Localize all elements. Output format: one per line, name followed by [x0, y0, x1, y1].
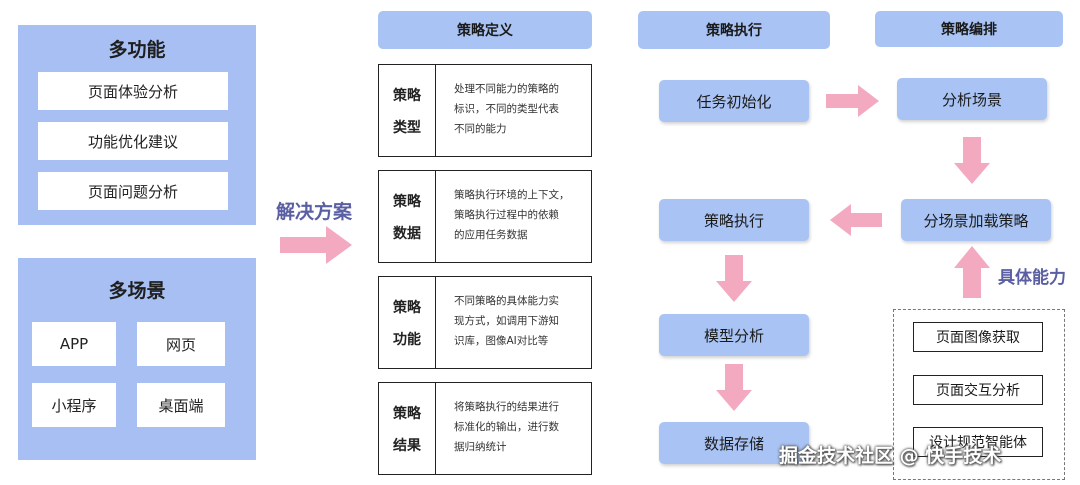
card-label-line: 策略: [393, 87, 421, 104]
card-label: 策略 功能: [379, 277, 436, 368]
card-label-line: 策略: [393, 405, 421, 422]
card-desc-line: 识库，图像AI对比等: [454, 335, 549, 347]
solution-label: 解决方案: [276, 201, 353, 223]
arrow-right: [826, 85, 879, 117]
node-model-analysis: 模型分析: [659, 314, 809, 356]
card-label: 策略 数据: [379, 171, 436, 262]
scene-item: 网页: [137, 322, 225, 366]
card-desc-line: 的应用任务数据: [454, 229, 528, 241]
card-desc-line: 策略执行环境的上下文，: [454, 189, 570, 201]
card-label-line: 策略: [393, 193, 421, 210]
orchestration-header: 策略编排: [875, 11, 1063, 47]
card-label-line: 结果: [393, 437, 421, 454]
definition-header: 策略定义: [378, 11, 592, 49]
card-desc-line: 标识，不同的类型代表: [454, 103, 559, 115]
capability-item: 页面图像获取: [913, 322, 1043, 352]
scenes-panel: 多场景 APP 网页 小程序 桌面端: [18, 258, 256, 460]
card-description: 策略执行环境的上下文， 策略执行过程中的依赖 的应用任务数据: [436, 171, 591, 262]
capability-item: 页面交互分析: [913, 375, 1043, 405]
card-desc-line: 策略执行过程中的依赖: [454, 209, 559, 221]
scenes-title: 多场景: [108, 280, 166, 302]
card-label-line: 功能: [393, 331, 421, 348]
strategy-card-result: 策略 结果 将策略执行的结果进行 标准化的输出，进行数 据归纳统计: [378, 382, 592, 475]
scene-item: APP: [32, 322, 116, 366]
card-description: 处理不同能力的策略的 标识，不同的类型代表 不同的能力: [436, 65, 591, 156]
solution-arrow: [280, 226, 352, 264]
card-desc-line: 不同策略的具体能力实: [454, 295, 559, 307]
functions-panel: 多功能 页面体验分析 功能优化建议 页面问题分析: [18, 25, 256, 225]
card-desc-line: 据归纳统计: [454, 441, 507, 453]
node-task-init: 任务初始化: [659, 80, 809, 122]
card-description: 不同策略的具体能力实 现方式，如调用下游知 识库，图像AI对比等: [436, 277, 591, 368]
strategy-card-function: 策略 功能 不同策略的具体能力实 现方式，如调用下游知 识库，图像AI对比等: [378, 276, 592, 369]
capabilities-group: 页面图像获取 页面交互分析 设计规范智能体: [893, 309, 1065, 480]
card-label-line: 策略: [393, 299, 421, 316]
scene-item: 小程序: [32, 383, 116, 427]
function-item: 页面体验分析: [38, 72, 228, 110]
execution-header: 策略执行: [638, 11, 830, 49]
function-item: 功能优化建议: [38, 122, 228, 160]
arrow-down: [716, 364, 752, 411]
card-desc-line: 标准化的输出，进行数: [454, 421, 559, 433]
card-label-line: 数据: [393, 225, 421, 242]
node-load-strategy: 分场景加载策略: [901, 199, 1051, 241]
scene-item: 桌面端: [137, 383, 225, 427]
card-desc-line: 将策略执行的结果进行: [454, 401, 559, 413]
capability-label: 具体能力: [998, 268, 1066, 288]
card-desc-line: 处理不同能力的策略的: [454, 83, 559, 95]
card-desc-line: 现方式，如调用下游知: [454, 315, 559, 327]
card-description: 将策略执行的结果进行 标准化的输出，进行数 据归纳统计: [436, 383, 591, 474]
arrow-down: [716, 255, 752, 302]
capability-item: 设计规范智能体: [913, 427, 1043, 457]
watermark: 掘金技术社区 @ 快手技术: [779, 445, 1002, 467]
functions-title: 多功能: [108, 39, 166, 61]
arrow-down: [954, 137, 990, 184]
node-analyze-scene: 分析场景: [897, 78, 1047, 120]
strategy-card-data: 策略 数据 策略执行环境的上下文， 策略执行过程中的依赖 的应用任务数据: [378, 170, 592, 263]
card-label: 策略 类型: [379, 65, 436, 156]
card-label: 策略 结果: [379, 383, 436, 474]
card-label-line: 类型: [393, 119, 421, 136]
arrow-up: [954, 246, 990, 298]
node-strategy-exec: 策略执行: [659, 199, 809, 241]
card-desc-line: 不同的能力: [454, 123, 507, 135]
arrow-left: [830, 204, 882, 236]
node-data-storage: 数据存储: [659, 422, 809, 464]
strategy-card-type: 策略 类型 处理不同能力的策略的 标识，不同的类型代表 不同的能力: [378, 64, 592, 157]
function-item: 页面问题分析: [38, 172, 228, 210]
